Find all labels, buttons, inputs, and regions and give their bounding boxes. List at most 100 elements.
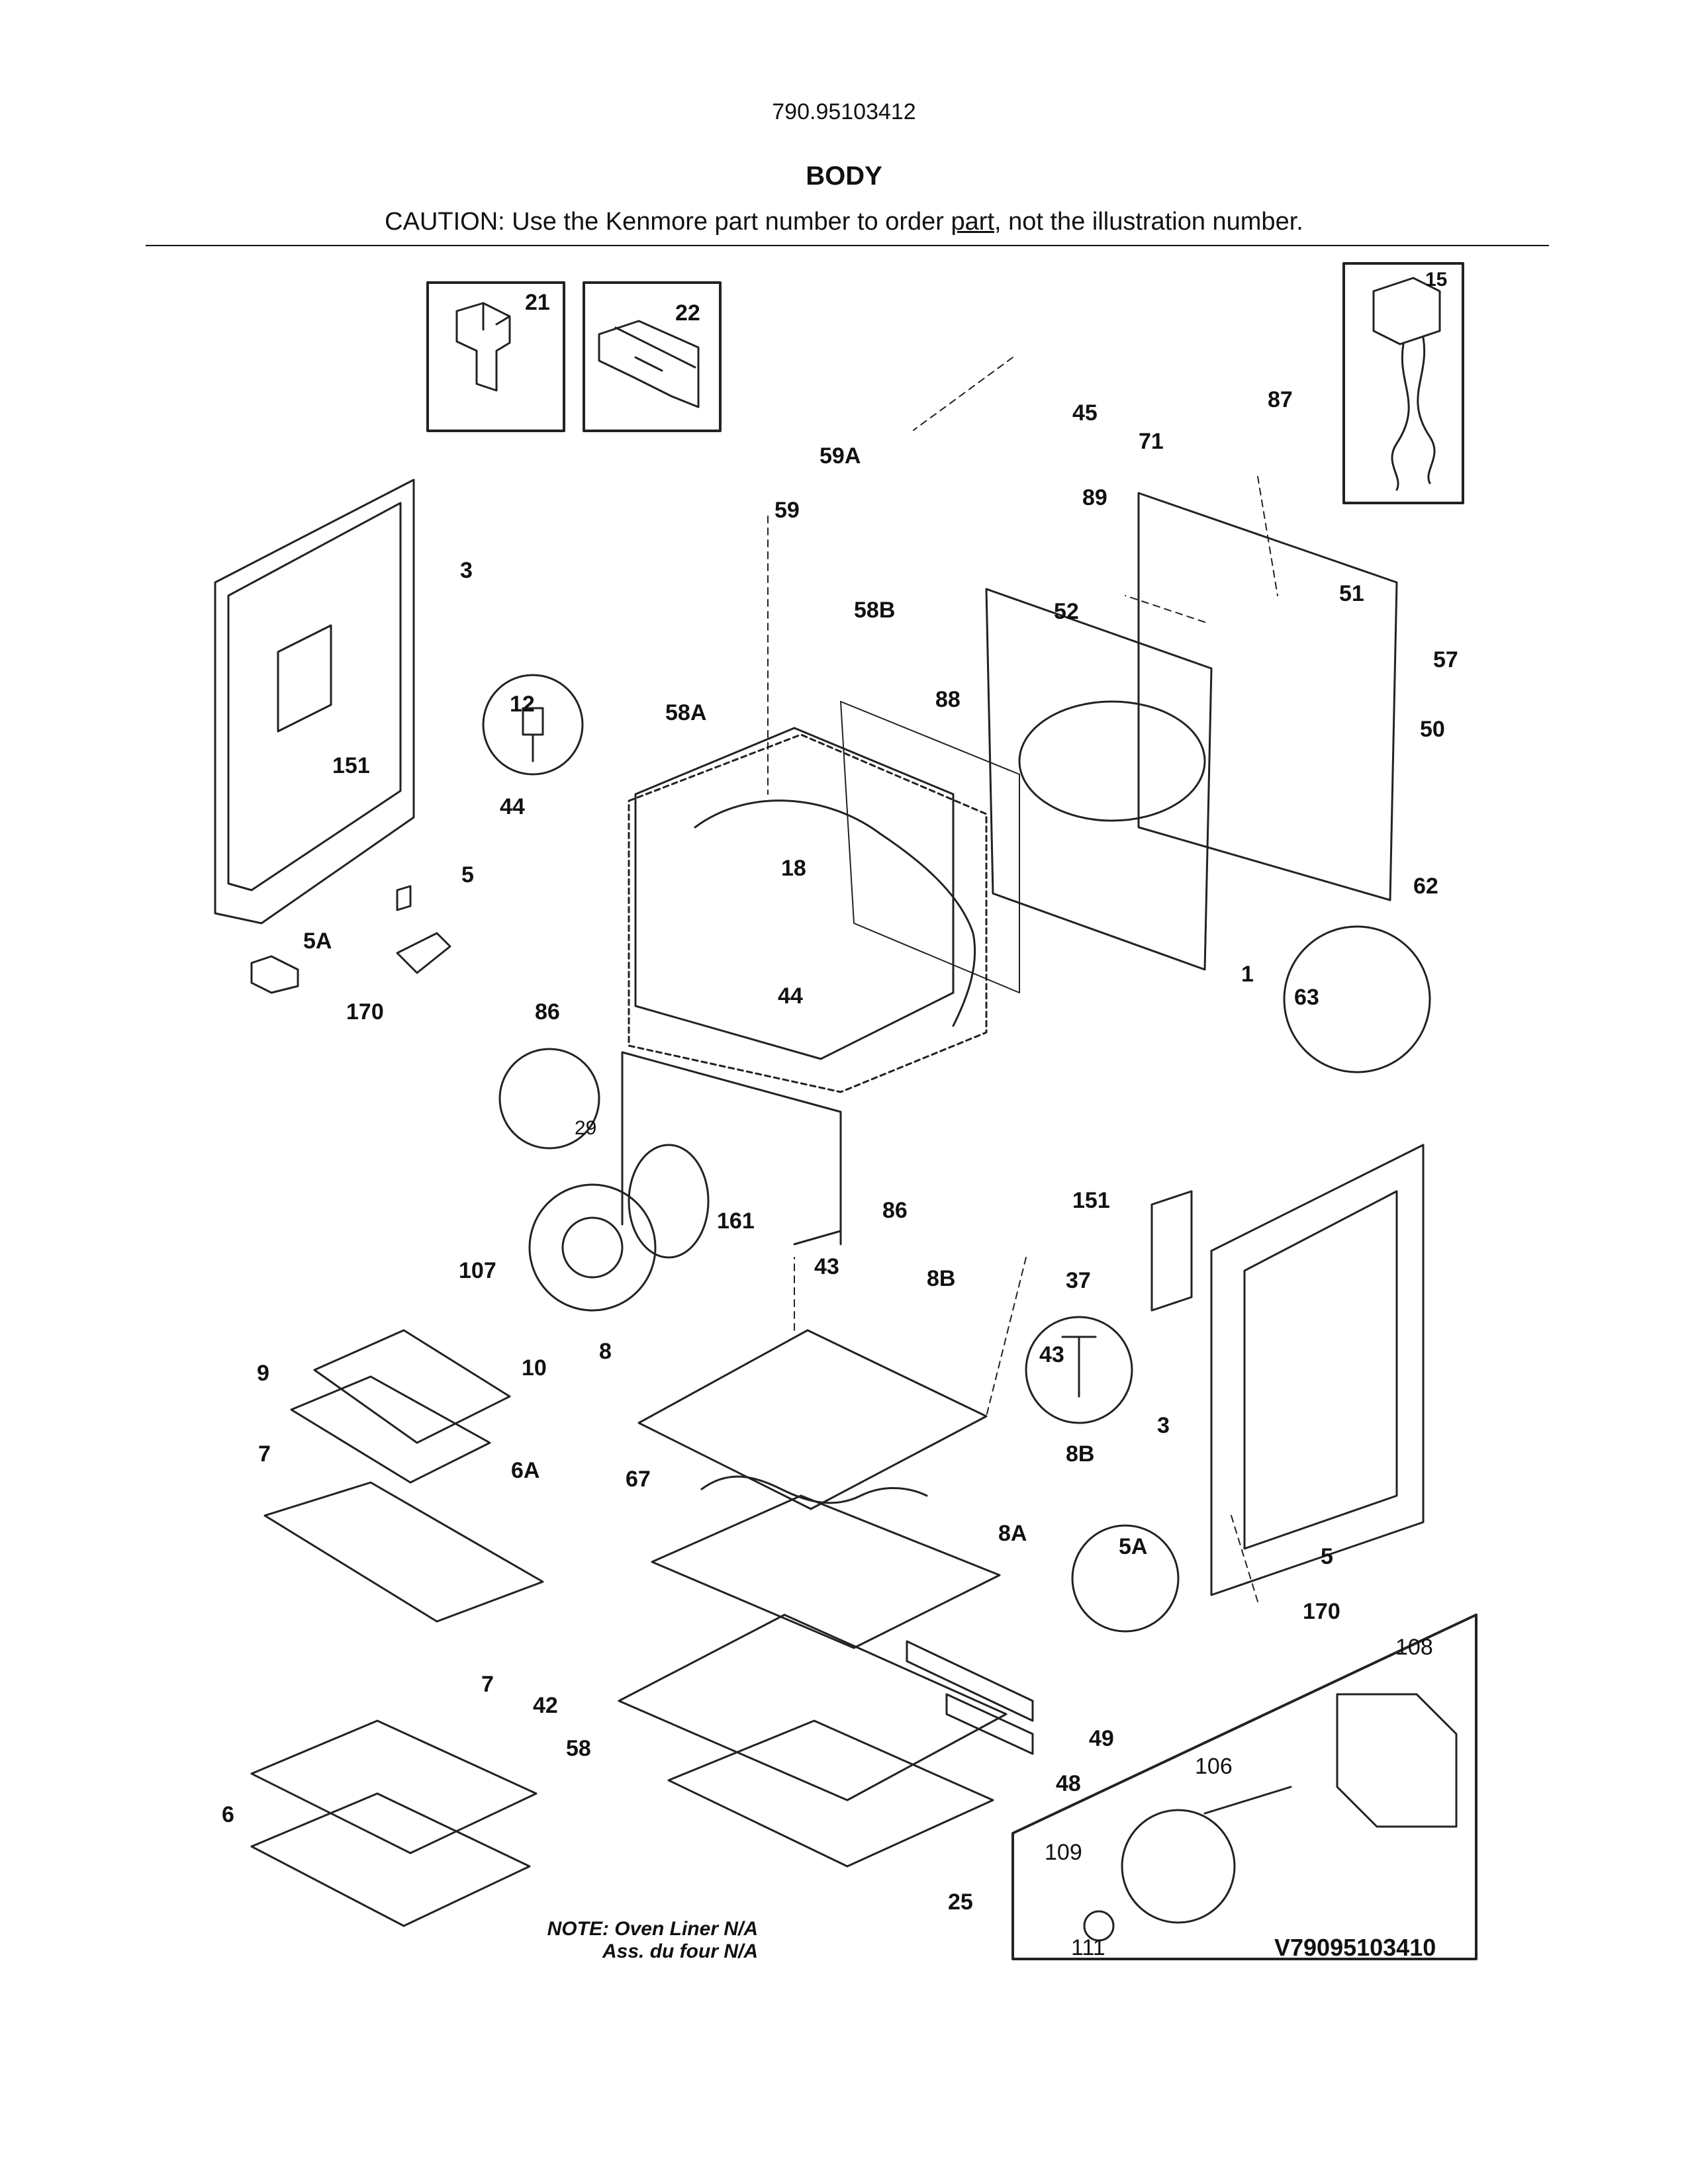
callout-48: 48 [1056, 1771, 1081, 1796]
oven-liner-note: NOTE: Oven Liner N/A Ass. du four N/A [463, 1918, 758, 1963]
part-8a-panel [651, 1494, 1001, 1649]
part-108-motor [1336, 1693, 1458, 1828]
callout-49: 49 [1089, 1726, 1114, 1751]
callout-1: 1 [1241, 962, 1254, 987]
part-170-left-clip [396, 932, 451, 974]
callout-106: 106 [1195, 1754, 1233, 1779]
part-3-left-panel [214, 478, 415, 925]
callout-62: 62 [1413, 874, 1438, 899]
callout-89: 89 [1082, 485, 1107, 510]
callout-63: 63 [1294, 985, 1319, 1010]
zoom-circle-29 [498, 1048, 600, 1150]
callout-58: 58 [566, 1736, 591, 1761]
part-6-rack-upper [250, 1719, 538, 1854]
callout-3-left: 3 [460, 558, 473, 583]
inset-box-21 [426, 281, 565, 432]
callout-45: 45 [1072, 400, 1098, 426]
diagram-code: V79095103410 [1274, 1934, 1436, 1961]
callout-37: 37 [1066, 1268, 1091, 1293]
callout-42: 42 [533, 1693, 558, 1718]
callout-29: 29 [575, 1117, 597, 1139]
note-line-2: Ass. du four N/A [602, 1940, 758, 1962]
callout-7-lower: 7 [481, 1672, 494, 1697]
callout-151-left: 151 [332, 753, 370, 778]
part-5a-left-foot [250, 955, 299, 994]
callout-170-right: 170 [1303, 1599, 1340, 1624]
callout-10: 10 [522, 1355, 547, 1381]
caution-link[interactable]: part [951, 208, 994, 236]
callout-108: 108 [1395, 1635, 1433, 1660]
page-title: BODY [806, 161, 882, 191]
callout-21: 21 [525, 290, 550, 315]
motor-assembly-box [1011, 1614, 1477, 1960]
caution-suffix: , not the illustration number. [994, 208, 1303, 236]
inset-box-22 [583, 281, 722, 432]
callout-57: 57 [1433, 647, 1458, 672]
callout-151-right: 151 [1072, 1188, 1110, 1213]
part-151-right-bracket [1150, 1190, 1193, 1312]
fan-cover-inner [561, 1216, 624, 1279]
part-22-bracket [598, 320, 700, 408]
oven-cavity [628, 733, 988, 1093]
part-6a-oven-rack [263, 1481, 544, 1623]
callout-22: 22 [675, 300, 700, 326]
callout-88: 88 [935, 687, 961, 712]
callout-25: 25 [948, 1889, 973, 1915]
back-panel-opening [1018, 700, 1206, 822]
callout-5-right: 5 [1321, 1544, 1333, 1569]
part-58a-insulation [634, 727, 955, 1060]
part-67-bake-element [700, 1475, 928, 1504]
callout-111: 111 [1071, 1935, 1105, 1960]
callout-6a: 6A [511, 1458, 540, 1483]
callout-52: 52 [1054, 599, 1079, 624]
callout-51: 51 [1339, 581, 1364, 606]
part-48-strip [945, 1693, 1034, 1755]
callout-44-upper: 44 [500, 794, 525, 819]
part-25-panel [667, 1719, 994, 1868]
callout-109: 109 [1045, 1840, 1082, 1865]
callout-44-lower: 44 [778, 983, 803, 1009]
part-109-fan-blade [1121, 1809, 1236, 1924]
callout-8: 8 [599, 1339, 612, 1364]
part-107-fan-cover [528, 1183, 657, 1312]
callout-58b: 58B [854, 598, 896, 623]
callout-43-upper: 43 [814, 1254, 839, 1279]
zoom-circle-5a [1071, 1524, 1180, 1633]
part-5-left-leveler [396, 885, 412, 911]
callout-9: 9 [257, 1361, 269, 1386]
caution-prefix: CAUTION: Use the Kenmore part number to … [385, 208, 951, 236]
callout-12: 12 [510, 692, 535, 717]
callout-18: 18 [781, 856, 806, 881]
part-42-panel [618, 1614, 1008, 1801]
callout-5a-circle: 5A [1119, 1534, 1148, 1559]
inset-box-15 [1342, 262, 1464, 504]
part-3-right-panel [1210, 1144, 1425, 1596]
callout-86-upper: 86 [535, 999, 560, 1024]
callout-59: 59 [774, 498, 800, 523]
zoom-circle-43 [1025, 1316, 1133, 1424]
model-number: 790.95103412 [772, 99, 916, 124]
callout-67: 67 [626, 1467, 651, 1492]
callout-86-lower: 86 [882, 1198, 908, 1223]
zoom-circle-62 [1283, 925, 1431, 1073]
callout-3-right: 3 [1157, 1413, 1170, 1438]
callout-6: 6 [222, 1802, 234, 1827]
callout-161: 161 [717, 1208, 755, 1234]
callout-7-upper: 7 [258, 1441, 271, 1467]
callout-107: 107 [459, 1258, 496, 1283]
callout-170-left: 170 [346, 999, 384, 1024]
part-88-gasket [694, 799, 976, 1027]
callout-43-circle: 43 [1039, 1342, 1064, 1367]
callout-87: 87 [1268, 387, 1293, 412]
part-15-harness [1372, 277, 1441, 491]
part-21-bracket [455, 302, 511, 392]
callout-15: 15 [1425, 269, 1448, 291]
part-9-broil-pan [290, 1375, 491, 1484]
part-49-strip [906, 1640, 1034, 1722]
caution-text: CAUTION: Use the Kenmore part number to … [0, 208, 1688, 236]
part-58b-insulation [840, 701, 1020, 993]
callout-59a: 59A [820, 443, 861, 469]
part-10-broil-insert [313, 1329, 511, 1444]
callout-5-left: 5 [461, 862, 474, 887]
